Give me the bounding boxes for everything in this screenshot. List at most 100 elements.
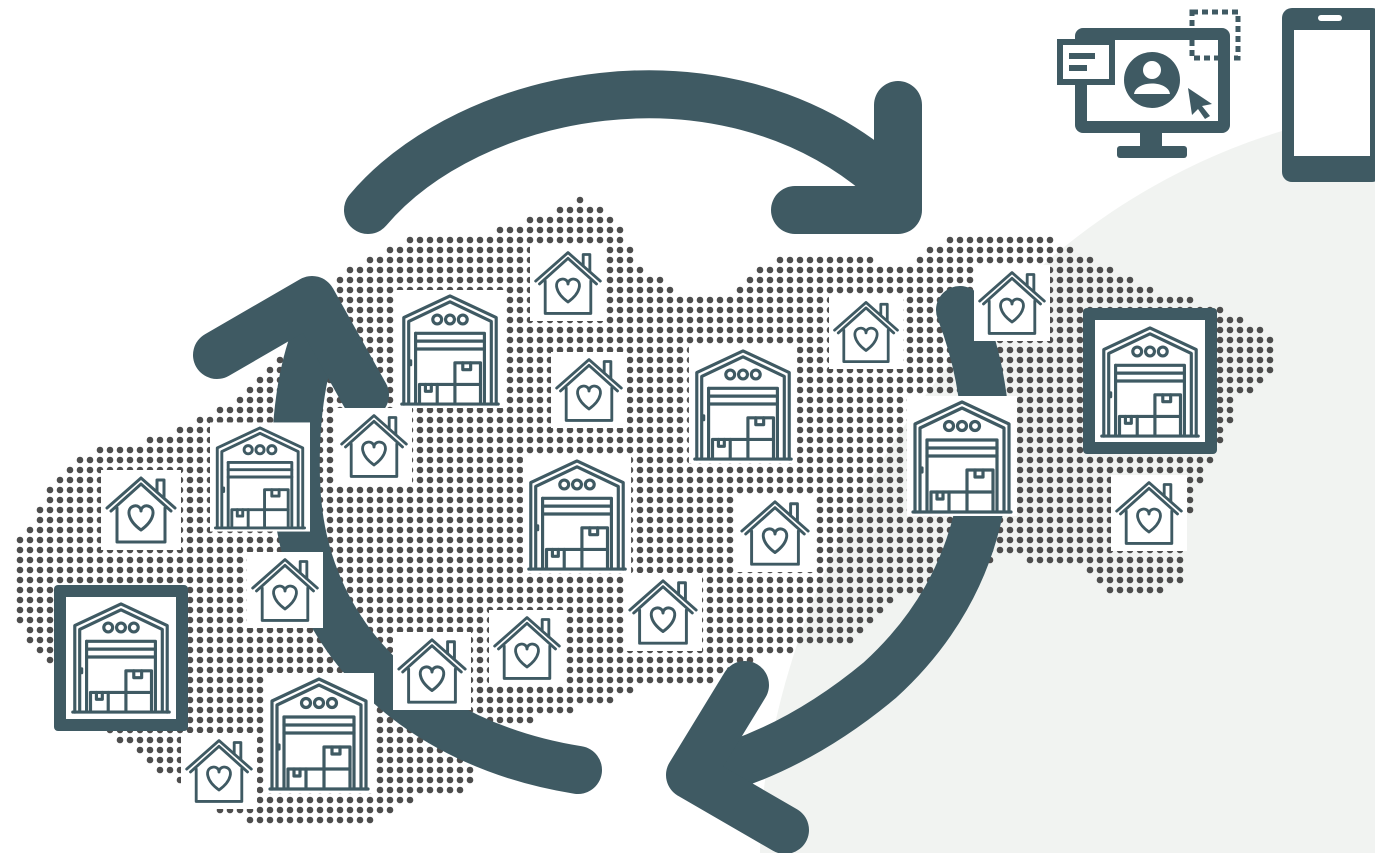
map-dot — [726, 316, 734, 324]
map-dot — [1186, 296, 1194, 304]
home-heart-icon — [548, 352, 630, 428]
map-dot — [466, 236, 474, 244]
map-dot — [696, 306, 704, 314]
map-dot — [646, 306, 654, 314]
map-dot — [616, 306, 624, 314]
map-dot — [676, 316, 684, 324]
map-dot — [826, 276, 834, 284]
map-dot — [506, 336, 514, 344]
map-dot — [356, 296, 364, 304]
map-dot — [646, 286, 654, 294]
map-dot — [376, 266, 384, 274]
map-dot — [686, 326, 694, 334]
map-dot — [706, 316, 714, 324]
map-dot — [936, 246, 944, 254]
map-dot — [506, 286, 514, 294]
map-dot — [536, 226, 544, 234]
map-dot — [406, 246, 414, 254]
map-dot — [616, 236, 624, 244]
map-dot — [516, 336, 524, 344]
map-dot — [546, 216, 554, 224]
map-dot — [1016, 246, 1024, 254]
map-dot — [956, 276, 964, 284]
map-dot — [386, 336, 394, 344]
map-dot — [796, 326, 804, 334]
map-dot — [676, 326, 684, 334]
map-dot — [376, 276, 384, 284]
map-dot — [1056, 306, 1064, 314]
map-dot — [526, 326, 534, 334]
map-dot — [776, 286, 784, 294]
map-dot — [966, 256, 974, 264]
map-dot — [686, 306, 694, 314]
map-dot — [1076, 286, 1084, 294]
map-dot — [916, 286, 924, 294]
map-dot — [796, 316, 804, 324]
map-dot — [776, 276, 784, 284]
map-dot — [786, 316, 794, 324]
map-dot — [696, 316, 704, 324]
map-dot — [386, 296, 394, 304]
warehouse-icon — [395, 290, 505, 408]
map-dot — [336, 286, 344, 294]
map-dot — [436, 256, 444, 264]
map-dot — [626, 266, 634, 274]
map-dot — [606, 276, 614, 284]
map-dot — [416, 246, 424, 254]
map-dot — [1216, 326, 1224, 334]
map-dot — [536, 236, 544, 244]
map-dot — [816, 266, 824, 274]
map-dot — [436, 276, 444, 284]
home-heart-icon — [1108, 475, 1190, 551]
home-heart-icon — [825, 295, 907, 369]
map-dot — [906, 296, 914, 304]
map-dot — [346, 276, 354, 284]
map-dot — [496, 276, 504, 284]
map-dot — [366, 256, 374, 264]
map-dot — [746, 306, 754, 314]
map-dot — [416, 256, 424, 264]
map-dot — [596, 236, 604, 244]
map-dot — [516, 296, 524, 304]
map-dot — [966, 266, 974, 274]
map-dot — [916, 326, 924, 334]
map-dot — [766, 296, 774, 304]
map-dot — [866, 256, 874, 264]
map-dot — [766, 286, 774, 294]
map-dot — [476, 276, 484, 284]
map-dot — [1086, 266, 1094, 274]
map-dot — [346, 266, 354, 274]
map-dot — [366, 326, 374, 334]
map-dot — [526, 236, 534, 244]
map-dot — [1056, 266, 1064, 274]
map-dot — [696, 296, 704, 304]
map-dot — [816, 256, 824, 264]
map-dot — [496, 246, 504, 254]
map-dot — [1226, 316, 1234, 324]
map-dot — [1066, 276, 1074, 284]
map-dot — [506, 266, 514, 274]
home-heart-icon — [734, 494, 816, 572]
map-dot — [756, 276, 764, 284]
map-dot — [776, 316, 784, 324]
map-dot — [506, 306, 514, 314]
map-dot — [456, 256, 464, 264]
map-dot — [966, 276, 974, 284]
map-dot — [646, 276, 654, 284]
map-dot — [626, 276, 634, 284]
map-dot — [1056, 326, 1064, 334]
map-dot — [556, 236, 564, 244]
map-dot — [1096, 286, 1104, 294]
map-dot — [466, 276, 474, 284]
map-dot — [1046, 246, 1054, 254]
map-dot — [1136, 296, 1144, 304]
map-dot — [626, 246, 634, 254]
map-dot — [766, 326, 774, 334]
map-dot — [666, 316, 674, 324]
map-dot — [706, 326, 714, 334]
map-dot — [816, 296, 824, 304]
map-dot — [926, 246, 934, 254]
map-dot — [486, 276, 494, 284]
map-dot — [546, 326, 554, 334]
map-dot — [716, 306, 724, 314]
